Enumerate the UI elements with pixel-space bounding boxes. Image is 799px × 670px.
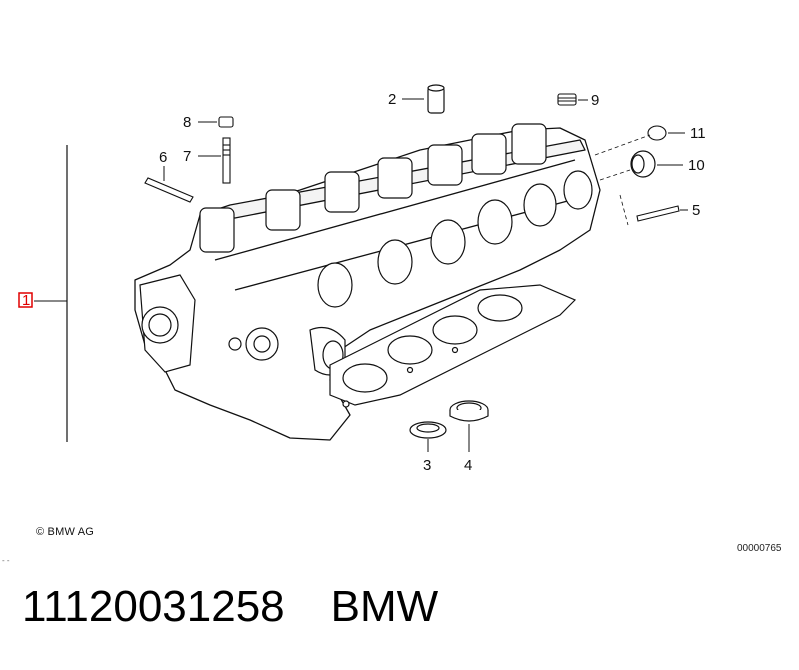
part-9-plug	[557, 93, 577, 106]
callout-7[interactable]: 7	[183, 148, 191, 165]
footer-caption: 11120031258 BMW	[22, 582, 438, 632]
part-5-stud	[636, 205, 680, 222]
image-code: 00000765	[737, 543, 782, 554]
guide-dashed-3	[619, 194, 629, 226]
callout-10[interactable]: 10	[688, 157, 705, 174]
part-11-cap	[647, 125, 667, 141]
part-4-seal-ring	[449, 400, 489, 422]
part-2-sleeve	[427, 84, 445, 114]
part-number: 11120031258	[22, 582, 285, 631]
callout-1-highlight[interactable]	[18, 292, 33, 308]
head-gasket	[329, 284, 577, 408]
brand-name: BMW	[330, 582, 439, 631]
bearing-towers	[199, 123, 547, 253]
part-3-seal-ring	[409, 421, 447, 439]
guide-dashed-2	[599, 169, 631, 181]
callout-6[interactable]: 6	[159, 149, 167, 166]
callout-9[interactable]: 9	[591, 92, 599, 109]
copyright-notice: © BMW AG	[36, 526, 94, 538]
callout-2[interactable]: 2	[388, 91, 396, 108]
front-face	[139, 274, 346, 376]
callout-8[interactable]: 8	[183, 114, 191, 131]
callout-5[interactable]: 5	[692, 202, 700, 219]
guide-dashed-1	[594, 134, 651, 156]
part-8-nut	[218, 116, 234, 128]
part-6-stud	[144, 177, 194, 203]
callout-4[interactable]: 4	[464, 457, 472, 474]
part-10-plug	[630, 150, 656, 178]
part-7-stud	[222, 137, 231, 184]
callout-1[interactable]: 1	[22, 292, 30, 309]
intake-ports	[317, 170, 593, 308]
callout-11[interactable]: 11	[690, 125, 706, 142]
edge-mark: - -	[2, 556, 10, 565]
callout-3[interactable]: 3	[423, 457, 431, 474]
